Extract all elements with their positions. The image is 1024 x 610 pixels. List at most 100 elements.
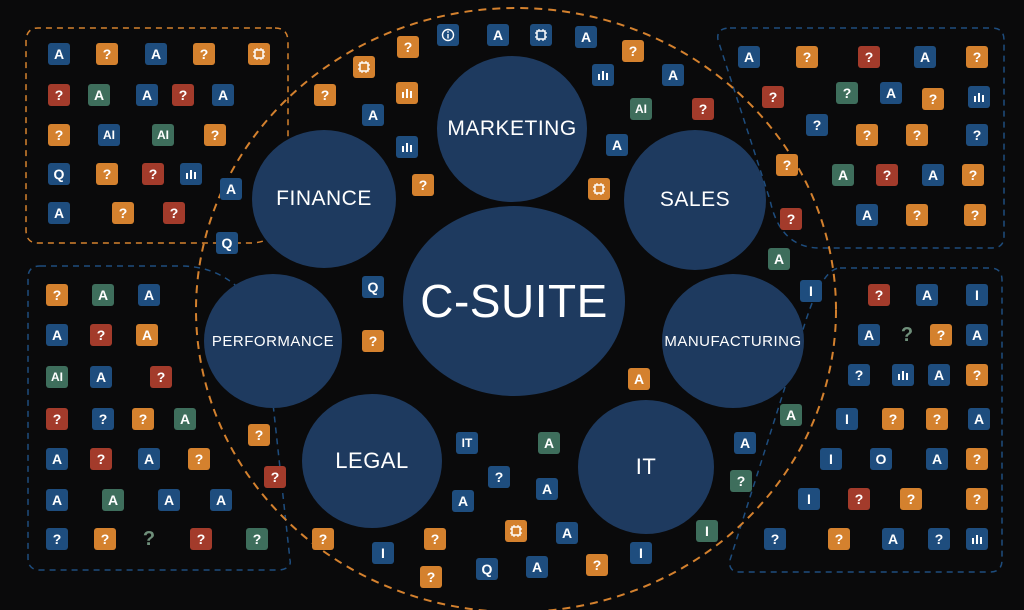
question-tile: ? [96,43,118,65]
question-tile: ? [264,466,286,488]
question-tile: ? [246,528,268,550]
letter-a-tile: A [138,448,160,470]
question-tile: ? [150,366,172,388]
dept-label-sales: SALES [659,188,731,211]
chip-icon [248,43,270,65]
dept-label-manufacturing: MANUFACTURING [664,332,802,350]
letter-a-tile: A [858,324,880,346]
letter-a-tile: A [914,46,936,68]
letter-a-tile: A [48,202,70,224]
letter-i-tile: I [820,448,842,470]
question-tile: ? [193,43,215,65]
question-tile: ? [876,164,898,186]
question-tile: ? [836,82,858,104]
dept-label-legal: LEGAL [335,448,409,473]
letter-a-tile: A [575,26,597,48]
letter-i-tile: I [966,284,988,306]
question-tile: ? [966,46,988,68]
question-tile: ? [132,408,154,430]
letter-a-tile: A [880,82,902,104]
bar-chart-icon [396,136,418,158]
letter-q-tile: Q [476,558,498,580]
letter-a-tile: A [46,324,68,346]
question-tile: ? [46,408,68,430]
letter-a-tile: A [136,324,158,346]
letter-o-tile: O [870,448,892,470]
info-icon [437,24,459,46]
question-tile: ? [764,528,786,550]
dept-label-it: IT [635,454,657,479]
letter-a-tile: A [90,366,112,388]
letter-a-tile: A [452,490,474,512]
cluster-border-top-right [717,27,1005,249]
dept-circle-marketing: MARKETING [437,56,587,202]
question-tile: ? [692,98,714,120]
question-tile: ? [828,528,850,550]
question-tile: ? [586,554,608,576]
letter-a-tile: A [92,284,114,306]
letter-a-tile: A [926,448,948,470]
letter-a-tile: A [882,528,904,550]
dept-circle-manufacturing: MANUFACTURING [662,274,804,408]
letter-i-tile: I [372,542,394,564]
dept-label-marketing: MARKETING [447,117,577,140]
letter-a-tile: A [738,46,760,68]
letter-a-tile: A [966,324,988,346]
chip-icon [588,178,610,200]
question-tile: ? [90,448,112,470]
letter-a-tile: A [48,43,70,65]
question-tile: ? [188,448,210,470]
question-tile: ? [362,330,384,352]
question-tile: ? [882,408,904,430]
question-tile: ? [46,528,68,550]
letter-a-tile: A [780,404,802,426]
bar-chart-icon [966,528,988,550]
chip-icon [353,56,375,78]
question-tile: ? [930,324,952,346]
letter-a-tile: A [46,489,68,511]
chip-icon [505,520,527,542]
question-tile: ? [314,84,336,106]
question-tile: ? [730,470,752,492]
question-tile: ? [776,154,798,176]
question-tile: ? [922,88,944,110]
question-tile: ? [762,86,784,108]
question-tile: ? [806,114,828,136]
letter-a-tile: A [210,489,232,511]
question-tile: ? [906,124,928,146]
it-tile: IT [456,432,478,454]
dept-circle-legal: LEGAL [302,394,442,528]
question-tile: ? [96,163,118,185]
letter-a-tile: A [628,368,650,390]
question-tile: ? [46,284,68,306]
question-tile: ? [204,124,226,146]
dept-circle-sales: SALES [624,130,766,270]
question-tile: ? [190,528,212,550]
question-tile: ? [796,46,818,68]
dept-label-performance: PERFORMANCE [211,332,335,350]
dept-circle-performance: PERFORMANCE [204,274,342,408]
question-tile: ? [172,84,194,106]
question-tile: ? [900,488,922,510]
letter-a-tile: A [46,448,68,470]
letter-i-tile: I [800,280,822,302]
question-tile: ? [412,174,434,196]
ai-tile: AI [630,98,652,120]
letter-a-tile: A [158,489,180,511]
question-tile: ? [848,364,870,386]
question-tile: ? [94,528,116,550]
dept-label-finance: FINANCE [276,187,372,210]
letter-a-tile: A [968,408,990,430]
bar-chart-icon [968,86,990,108]
question-tile: ? [964,204,986,226]
letter-a-tile: A [136,84,158,106]
question-tile: ? [926,408,948,430]
letter-a-tile: A [606,134,628,156]
letter-a-tile: A [526,556,548,578]
question-tile: ? [966,124,988,146]
question-tile: ? [962,164,984,186]
question-mark-icon: ? [142,527,156,550]
letter-a-tile: A [928,364,950,386]
